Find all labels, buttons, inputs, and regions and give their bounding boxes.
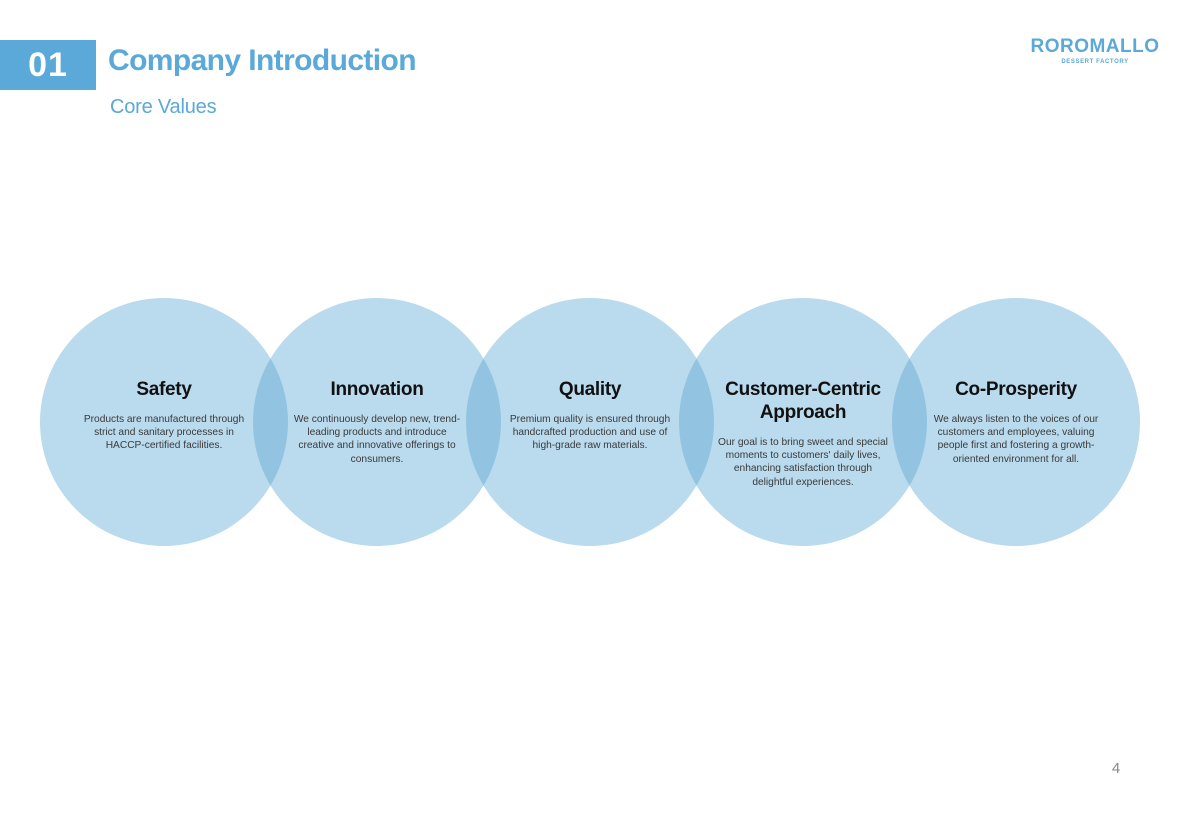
- value-title: Quality: [558, 379, 622, 400]
- value-description: Products are manufactured through strict…: [83, 414, 245, 452]
- logo-tagline: DESSERT FACTORY: [1061, 59, 1129, 65]
- page-subtitle: Core Values: [110, 96, 217, 118]
- value-description: We always listen to the voices of our cu…: [933, 414, 1099, 465]
- value-description: Our goal is to bring sweet and special m…: [718, 437, 888, 488]
- value-title: Customer-Centric Approach: [725, 379, 881, 423]
- value-circle-quality: [466, 298, 714, 546]
- value-card-quality: Quality Premium quality is ensured throu…: [502, 378, 678, 453]
- value-title: Safety: [136, 379, 192, 400]
- value-description: Premium quality is ensured through handc…: [509, 414, 671, 452]
- value-description: We continuously develop new, trend-leadi…: [293, 414, 461, 465]
- section-number-badge: 01: [0, 40, 96, 90]
- page-title: Company Introduction: [108, 44, 417, 77]
- value-circle-customer-centric: [679, 298, 927, 546]
- value-circle-safety: [40, 298, 288, 546]
- value-title: Innovation: [330, 379, 424, 400]
- value-card-customer-centric: Customer-Centric Approach Our goal is to…: [715, 378, 891, 489]
- page-number: 4: [1111, 760, 1121, 777]
- value-circle-innovation: [253, 298, 501, 546]
- value-card-co-prosperity: Co-Prosperity We always listen to the vo…: [928, 378, 1104, 466]
- value-title: Co-Prosperity: [955, 379, 1077, 400]
- value-card-safety: Safety Products are manufactured through…: [76, 378, 252, 453]
- value-card-innovation: Innovation We continuously develop new, …: [289, 378, 465, 466]
- company-logo: ROROMALLO DESSERT FACTORY: [1030, 36, 1160, 66]
- value-circle-co-prosperity: [892, 298, 1140, 546]
- logo-wordmark: ROROMALLO: [1030, 36, 1160, 57]
